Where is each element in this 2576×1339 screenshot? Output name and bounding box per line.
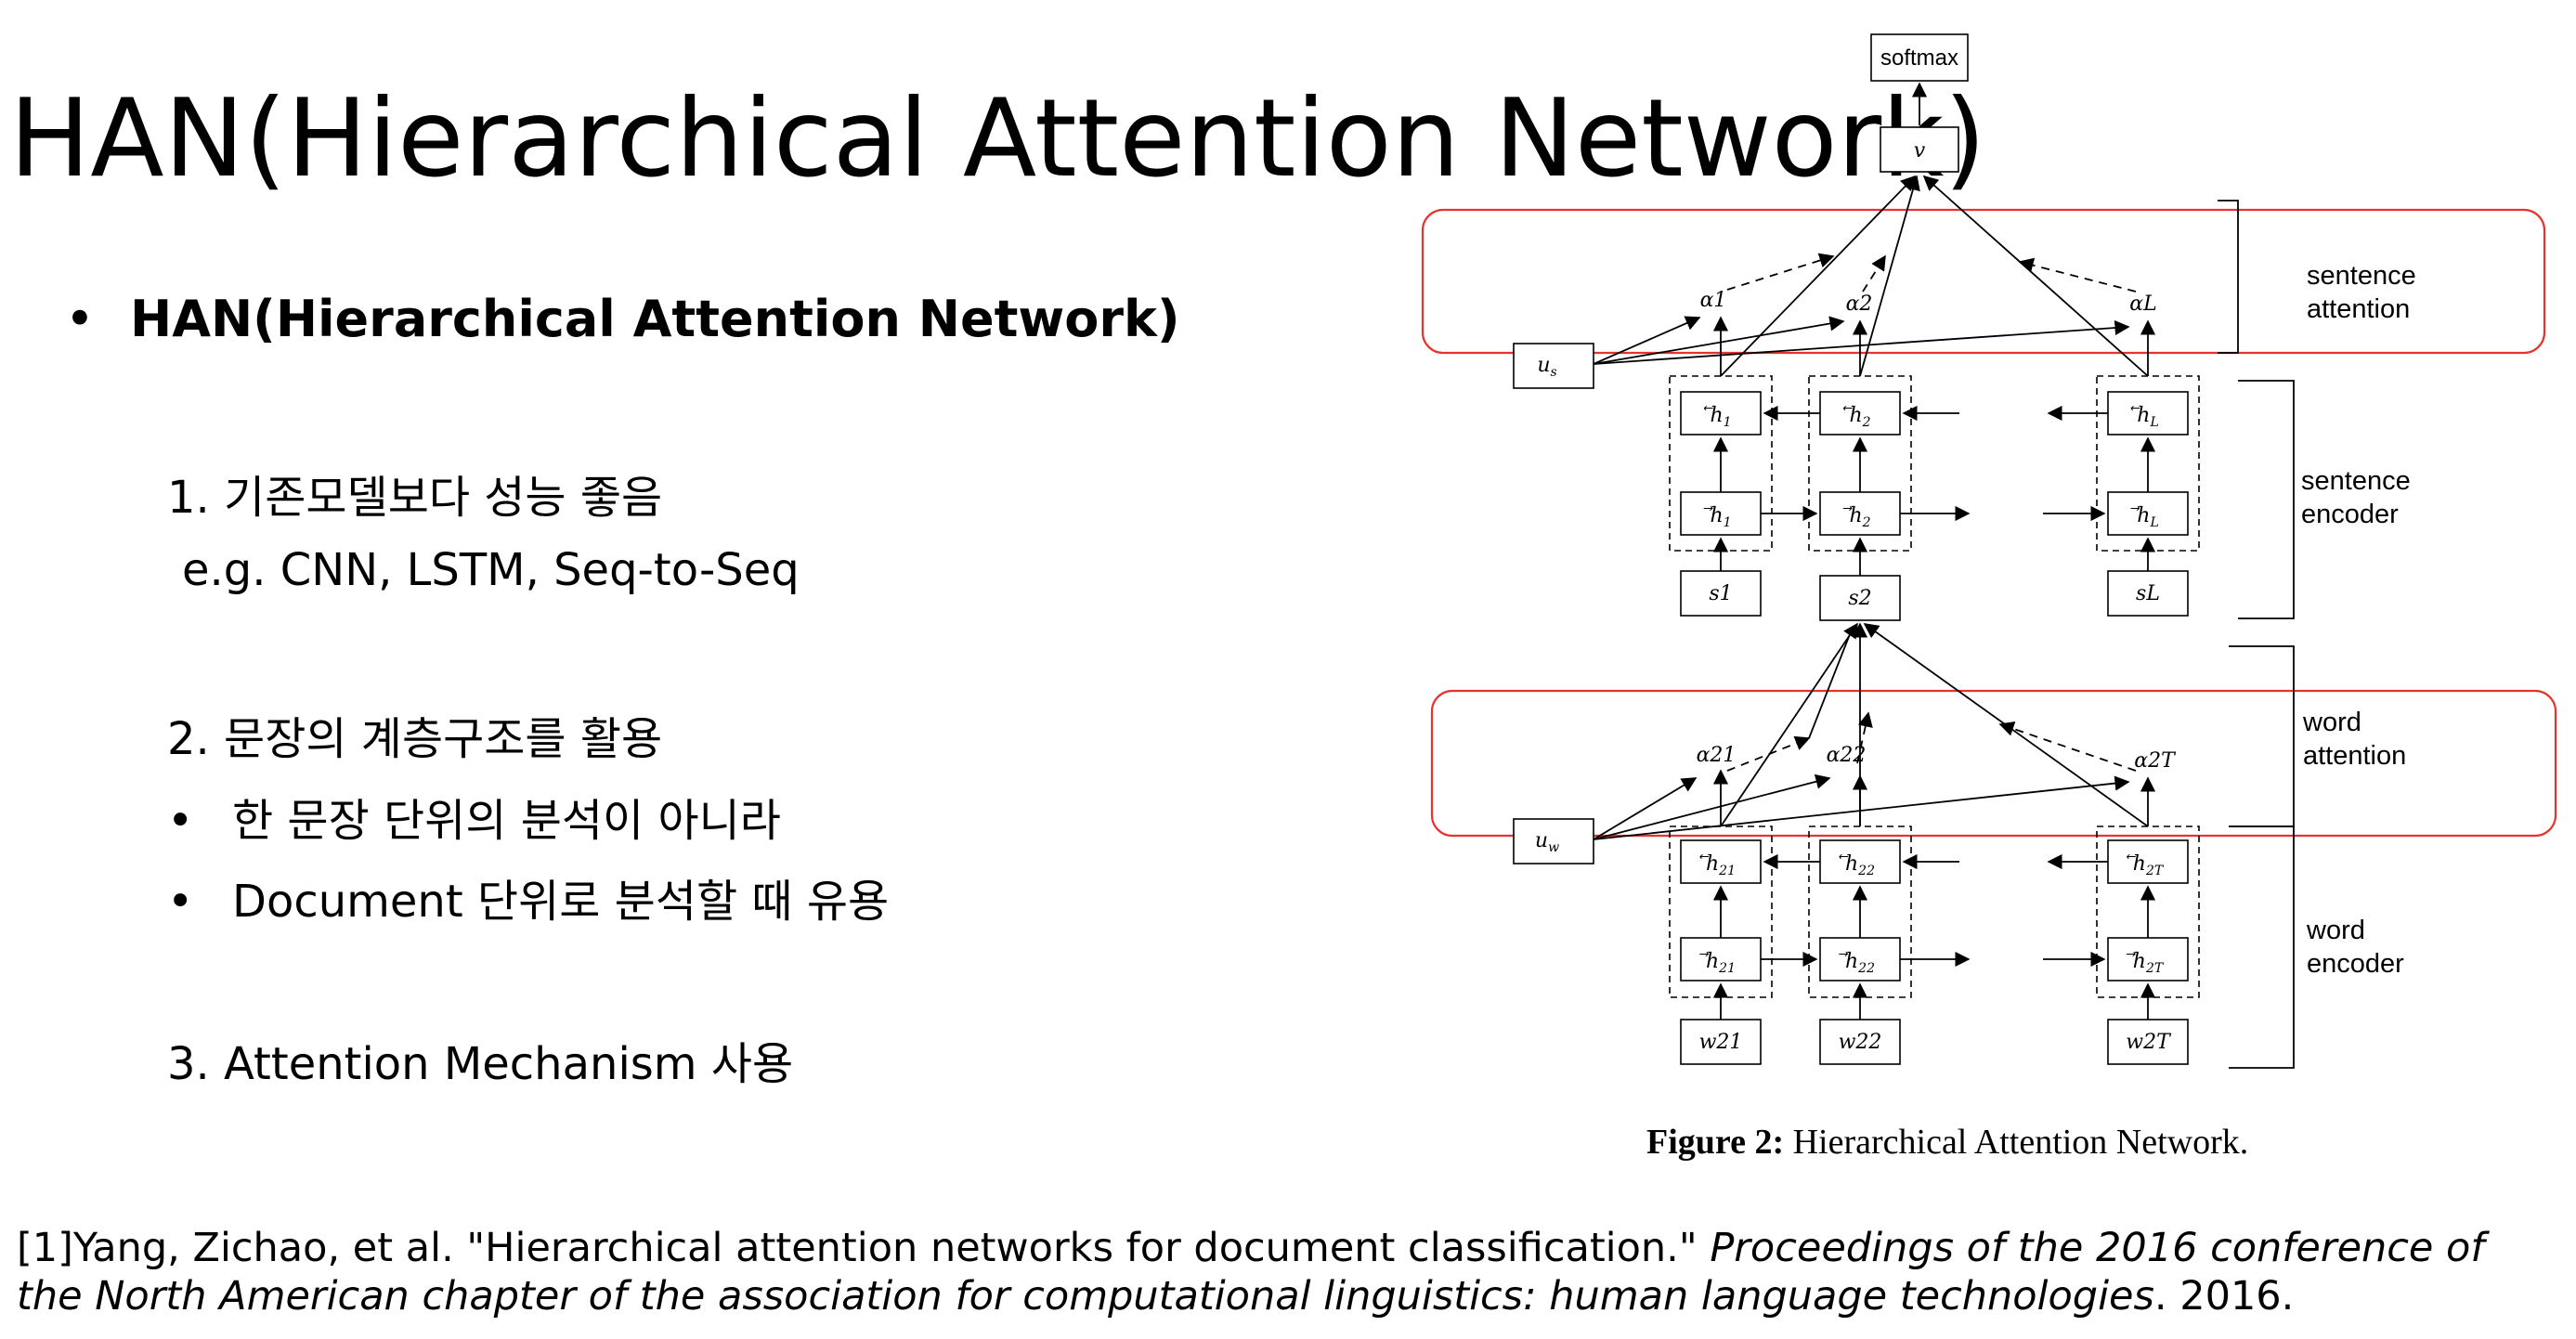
hL-to-v xyxy=(1922,175,2149,377)
alpha-2T-label: α2T xyxy=(2134,749,2177,773)
h-back-word-22 xyxy=(1819,839,1901,884)
h2-to-v xyxy=(1859,175,1920,377)
h-back-sentence-1 xyxy=(1680,391,1762,436)
reference-venue: Proceedings of the 2016 conference of th… xyxy=(17,1225,2485,1320)
sL-node xyxy=(2107,570,2189,617)
softmax-node xyxy=(1870,33,1969,82)
us-to-alpha1 xyxy=(1593,316,1701,365)
s1-label: s1 xyxy=(1709,582,1732,605)
bullet-marker: • xyxy=(167,876,194,928)
h-fwd-sentence-2 xyxy=(1819,491,1901,536)
sentence-attention-highlight xyxy=(1421,208,2546,355)
sentence-encoder-label-2: encoder xyxy=(2301,500,2399,529)
h21-to-s2 xyxy=(1720,622,1858,827)
s2-node xyxy=(1819,575,1901,621)
uw-to-alpha22 xyxy=(1593,774,1831,840)
point-2-sub-2: • Document 단위로 분석할 때 유용 xyxy=(167,864,889,930)
alpha-2-label: α2 xyxy=(1846,292,1873,316)
sentence-attention-label-2: attention xyxy=(2307,294,2410,324)
w22-node xyxy=(1819,1019,1901,1065)
w21-label: w21 xyxy=(1699,1031,1743,1054)
figure-caption: Figure 2: Hierarchical Attention Network… xyxy=(1646,1123,2248,1162)
h-fwd-word-21-label: ⃗h21 xyxy=(1699,950,1736,976)
han-diagram: softmax v sentence attention sentence en… xyxy=(1421,33,2557,1162)
alpha-21-label: α21 xyxy=(1697,744,1737,767)
v-label: v xyxy=(1914,139,1926,162)
uw-to-alpha2T xyxy=(1593,775,2130,840)
sentence-encoder-label-1: sentence xyxy=(2301,466,2411,496)
h-back-word-21 xyxy=(1680,839,1762,884)
uw-label: uw xyxy=(1535,829,1559,855)
point-2-sub-1-text: 한 문장 단위의 분석이 아니라 xyxy=(232,795,781,847)
h-fwd-sentence-1 xyxy=(1680,491,1762,536)
us-node xyxy=(1513,343,1594,389)
alpha-22-label: α22 xyxy=(1827,744,1867,767)
h1-to-v xyxy=(1720,175,1917,377)
alpha21-to-s2 xyxy=(1726,735,1811,772)
word-encoder-bracket xyxy=(2229,826,2295,1069)
alpha-L-label: αL xyxy=(2129,292,2156,316)
uw-node xyxy=(1513,818,1594,864)
alphaL-to-v xyxy=(2018,257,2137,292)
softmax-label: softmax xyxy=(1880,46,1958,71)
w22-label: w22 xyxy=(1839,1031,1882,1054)
sentence-attention-bracket xyxy=(2218,200,2239,354)
h2T-to-s2 xyxy=(1863,623,2149,827)
main-bullet: • HAN(Hierarchical Attention Network) xyxy=(65,290,1180,348)
word-attention-highlight xyxy=(1430,689,2557,838)
h-fwd-word-22 xyxy=(1819,937,1901,982)
main-bullet-text: HAN(Hierarchical Attention Network) xyxy=(130,290,1180,348)
bullet-marker: • xyxy=(65,290,95,348)
point-1: 1. 기존모델보다 성능 좋음 xyxy=(167,472,663,524)
w2T-label: w2T xyxy=(2126,1031,2172,1054)
bullet-marker: • xyxy=(167,795,194,847)
sL-label: sL xyxy=(2136,582,2160,605)
word-attention-label-1: word xyxy=(2302,708,2361,737)
reference-citation: [1]Yang, Zichao, et al. "Hierarchical at… xyxy=(17,1224,2524,1320)
sentence-encoder-bracket xyxy=(2238,380,2295,619)
alpha21-path xyxy=(1808,629,1853,739)
sentence-attention-label-1: sentence xyxy=(2307,261,2416,291)
alpha2T-to-s2 xyxy=(1998,722,2137,772)
v-node xyxy=(1880,126,1959,173)
s2-label: s2 xyxy=(1848,587,1871,610)
word-encoder-label-1: word xyxy=(2306,916,2365,945)
alpha-1-label: α1 xyxy=(1700,289,1727,312)
uw-to-alpha21 xyxy=(1593,777,1698,840)
h-back-word-2T xyxy=(2107,839,2189,884)
us-label: us xyxy=(1537,354,1556,380)
h-back-word-2T-label: ⃖h2T xyxy=(2127,852,2165,878)
alpha1-to-v xyxy=(1726,253,1835,291)
us-to-alpha2 xyxy=(1593,316,1845,365)
reference-year: . 2016. xyxy=(2153,1273,2295,1320)
word-encoder-label-2: encoder xyxy=(2307,949,2404,979)
slide-title: HAN(Hierarchical Attention Network) xyxy=(9,76,1986,202)
point-2-sub-2-text: Document 단위로 분석할 때 유용 xyxy=(232,876,890,928)
h-back-sentence-2 xyxy=(1819,391,1901,436)
alpha2-to-v xyxy=(1862,254,1886,292)
word-attention-bracket xyxy=(2229,645,2295,827)
point-1-example: e.g. CNN, LSTM, Seq-to-Seq xyxy=(182,544,800,596)
word-attention-label-2: attention xyxy=(2303,741,2406,771)
us-to-alphaL xyxy=(1593,319,2130,365)
w21-node xyxy=(1680,1019,1762,1065)
han-architecture-figure: softmax v sentence attention sentence en… xyxy=(1421,28,2563,1170)
point-2: 2. 문장의 계층구조를 활용 xyxy=(167,713,663,765)
point-2-sub-1: • 한 문장 단위의 분석이 아니라 xyxy=(167,784,781,849)
reference-authors: [1]Yang, Zichao, et al. "Hierarchical at… xyxy=(17,1225,1711,1271)
w2T-node xyxy=(2107,1019,2189,1065)
point-3: 3. Attention Mechanism 사용 xyxy=(167,1038,794,1090)
